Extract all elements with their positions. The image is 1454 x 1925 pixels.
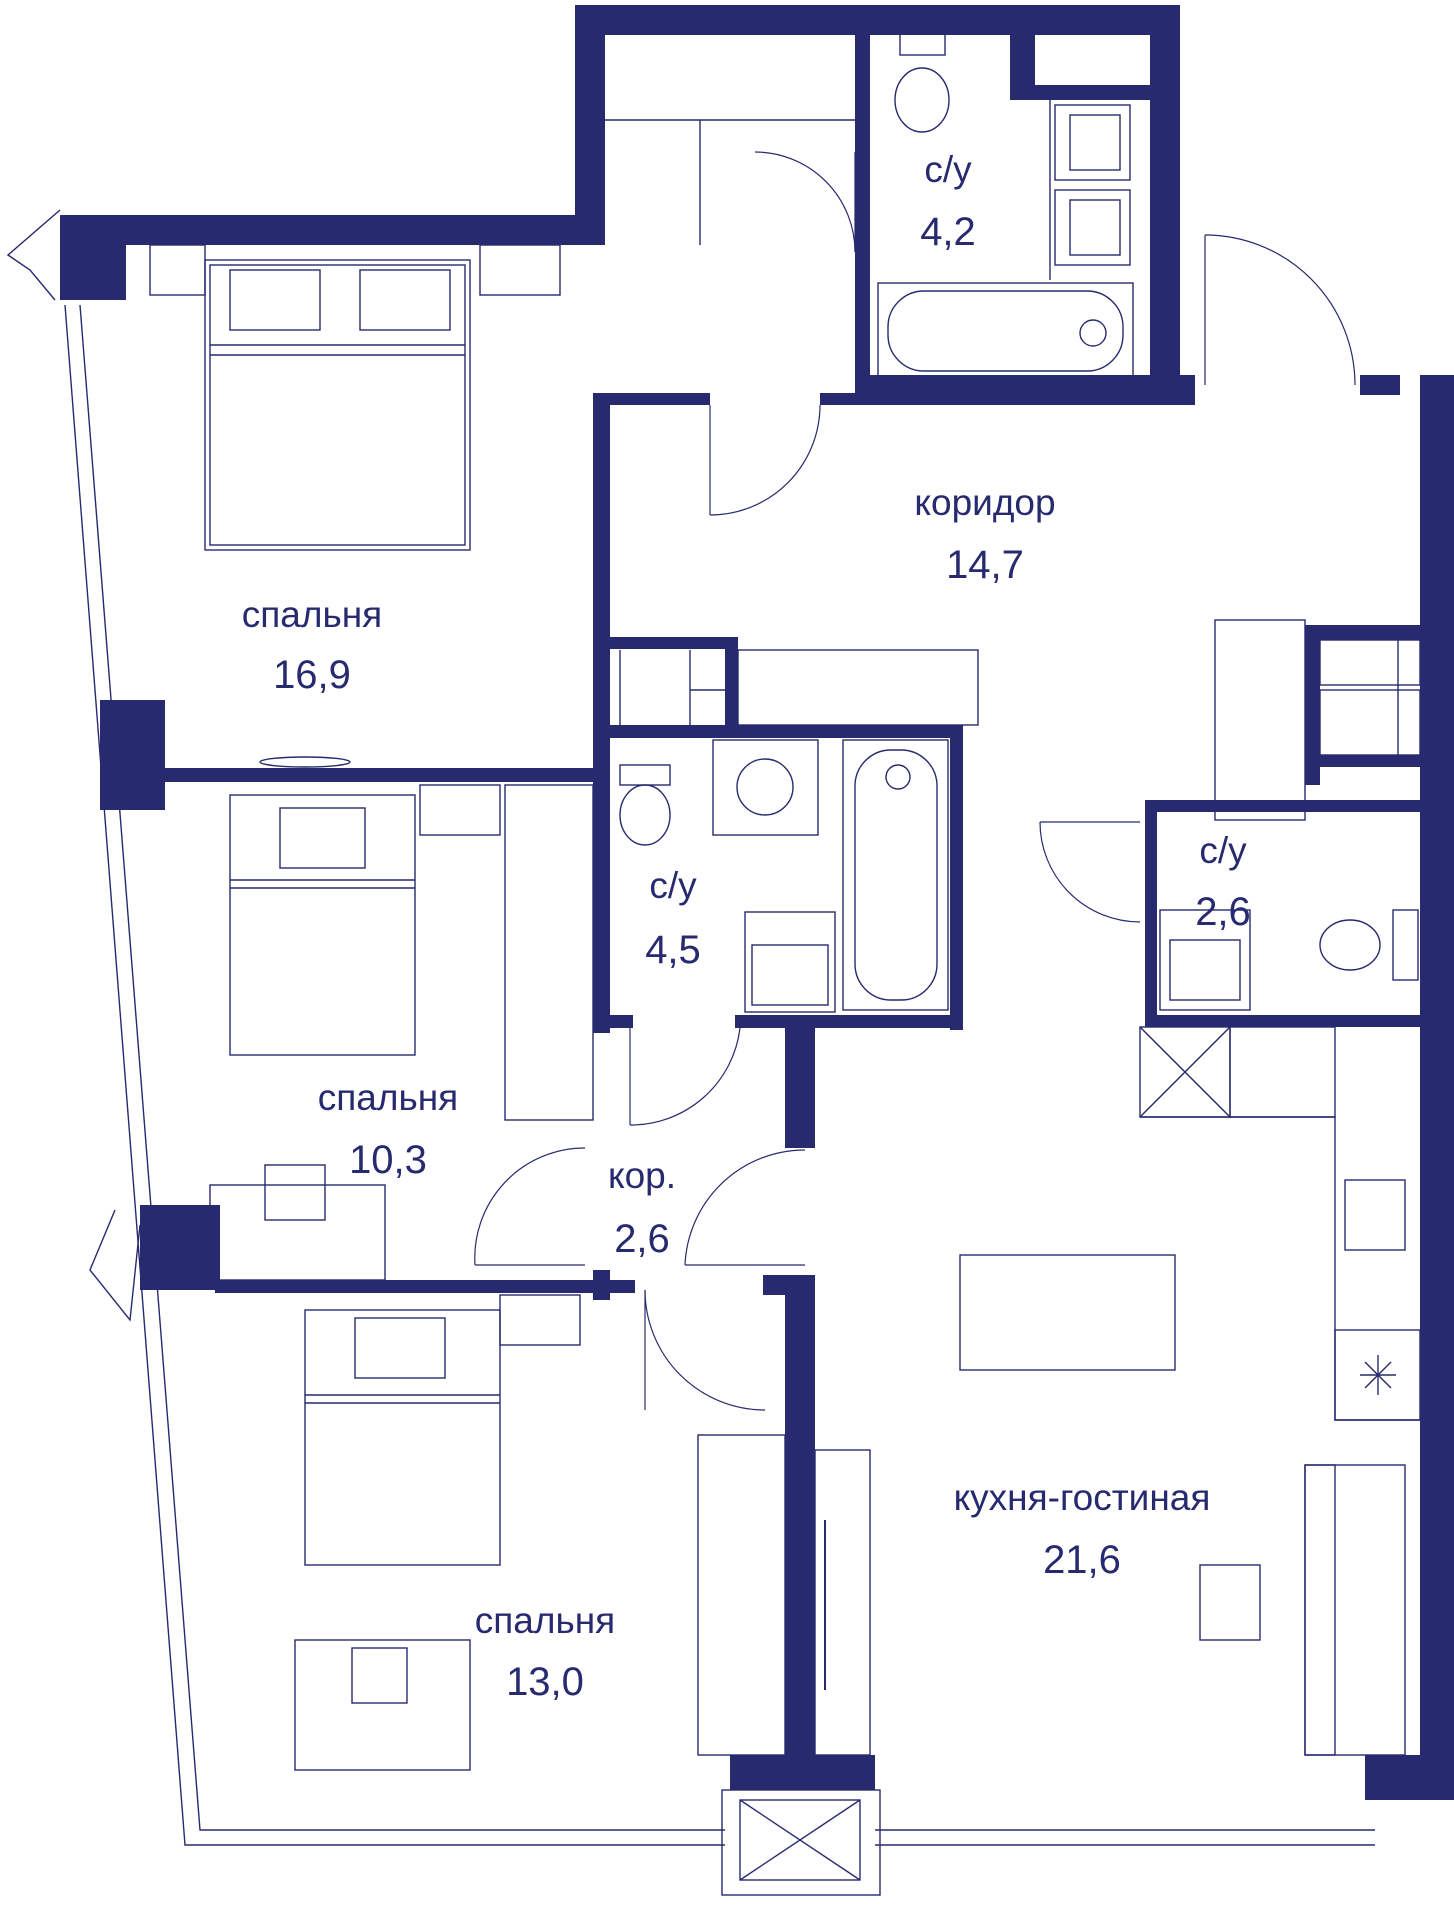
vent-shaft bbox=[721, 1789, 881, 1896]
fixtures bbox=[619, 29, 1419, 1013]
room-name-bedroom-2: спальня bbox=[318, 1077, 458, 1118]
room-name-kitchen-living: кухня-гостиная bbox=[954, 1477, 1211, 1518]
facade-outline bbox=[6, 209, 1375, 1846]
room-area-bedroom-2: 10,3 bbox=[349, 1138, 427, 1182]
walls bbox=[60, 5, 1454, 1800]
room-area-bedroom-3: 13,0 bbox=[506, 1660, 584, 1704]
room-name-bathroom-3: с/у bbox=[1199, 830, 1247, 871]
room-area-hall: 2,6 bbox=[614, 1217, 670, 1261]
room-name-bathroom-1: с/у bbox=[924, 149, 972, 190]
room-name-corridor: коридор bbox=[914, 482, 1055, 523]
room-name-bedroom-1: спальня bbox=[242, 594, 382, 635]
room-area-bathroom-2: 4,5 bbox=[645, 928, 701, 972]
room-area-corridor: 14,7 bbox=[946, 543, 1024, 587]
room-area-bedroom-1: 16,9 bbox=[273, 653, 351, 697]
room-labels: спальня 16,9 с/у 4,2 коридор 14,7 с/у 4,… bbox=[242, 149, 1251, 1704]
room-name-hall: кор. bbox=[608, 1155, 676, 1196]
room-area-bathroom-1: 4,2 bbox=[920, 210, 976, 254]
room-area-kitchen-living: 21,6 bbox=[1043, 1538, 1121, 1582]
room-name-bathroom-2: с/у bbox=[649, 865, 697, 906]
doors bbox=[474, 151, 1356, 1411]
interior-lines bbox=[149, 29, 1421, 1771]
room-name-bedroom-3: спальня bbox=[475, 1600, 615, 1641]
room-area-bathroom-3: 2,6 bbox=[1195, 890, 1251, 934]
